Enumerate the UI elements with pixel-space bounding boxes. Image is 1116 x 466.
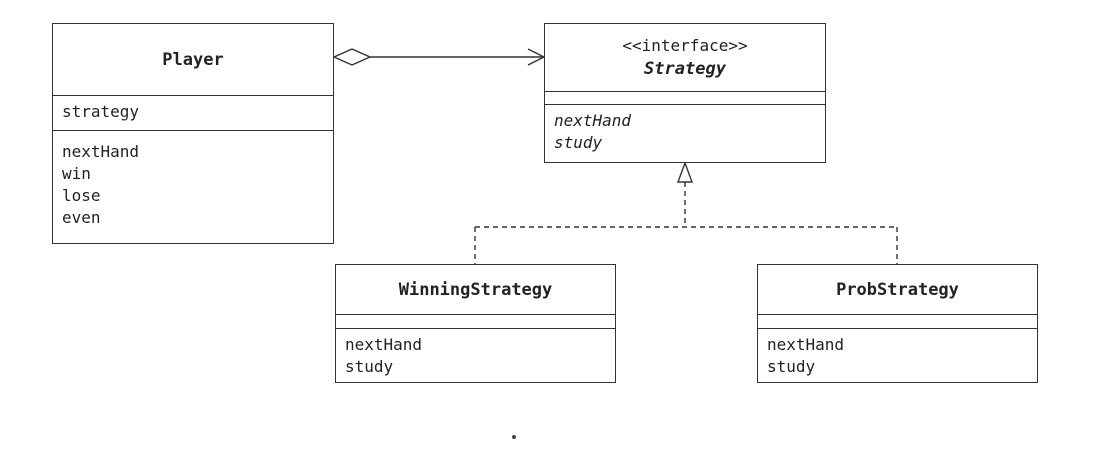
class-player-name: Player (53, 24, 333, 96)
hollow-triangle-icon (676, 160, 694, 183)
class-name: Player (162, 49, 224, 70)
class-winning-strategy: WinningStrategy nextHand study (335, 264, 616, 383)
class-player-methods: nextHand win lose even (53, 131, 333, 233)
method-item: study (767, 357, 816, 376)
class-player-fields: strategy (53, 96, 333, 131)
class-winning-strategy-name: WinningStrategy (336, 265, 615, 315)
aggregation-diamond-icon (332, 48, 372, 66)
method-item: nextHand (554, 111, 632, 130)
realization-to-strategy (474, 160, 898, 264)
method-item: lose (62, 186, 101, 205)
class-winning-strategy-fields (336, 315, 615, 329)
method-item: study (554, 133, 603, 152)
stereotype-label: <<interface>> (622, 36, 748, 55)
class-name: Strategy (644, 59, 726, 79)
aggregation-player-strategy (332, 48, 546, 66)
class-winning-strategy-methods: nextHand study (336, 329, 615, 382)
class-prob-strategy-name: ProbStrategy (758, 265, 1037, 315)
method-item: nextHand (62, 142, 140, 161)
stray-dot (512, 435, 516, 439)
class-strategy-methods: nextHand study (545, 105, 825, 158)
class-prob-strategy-methods: nextHand study (758, 329, 1037, 382)
class-prob-strategy-fields (758, 315, 1037, 329)
method-item: nextHand (767, 335, 845, 354)
class-strategy-fields (545, 92, 825, 105)
class-strategy: <<interface>> Strategy nextHand study (544, 23, 826, 163)
method-item: nextHand (345, 335, 423, 354)
method-item: study (345, 357, 394, 376)
class-strategy-name: <<interface>> Strategy (545, 24, 825, 92)
method-item: win (62, 164, 91, 183)
class-player: Player strategy nextHand win lose even (52, 23, 334, 244)
class-prob-strategy: ProbStrategy nextHand study (757, 264, 1038, 383)
class-name: ProbStrategy (836, 279, 959, 300)
field-item: strategy (62, 102, 140, 121)
method-item: even (62, 208, 101, 227)
class-name: WinningStrategy (398, 279, 553, 300)
